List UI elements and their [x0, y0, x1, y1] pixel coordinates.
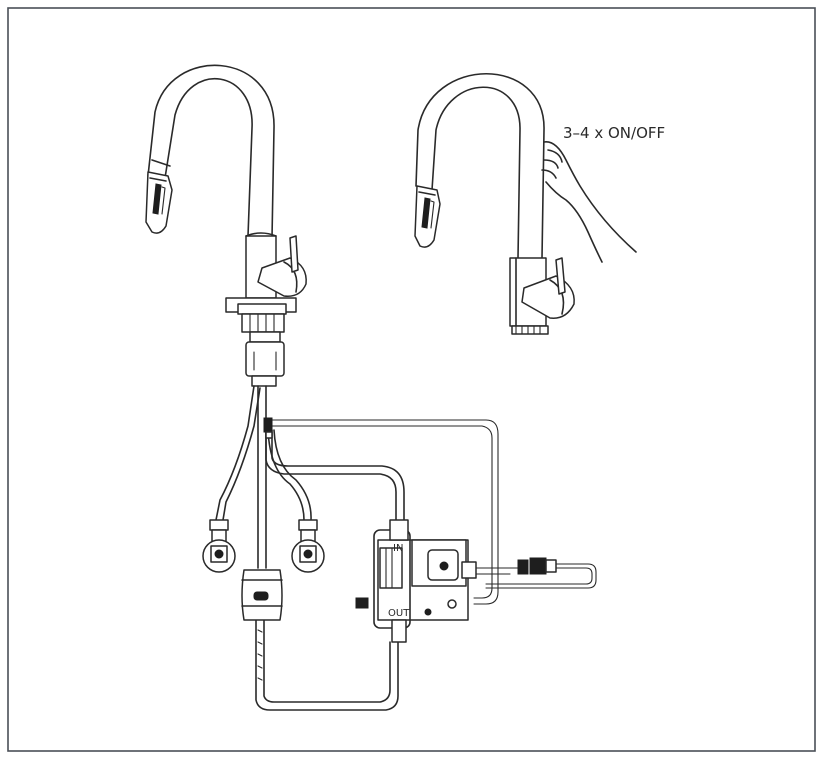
port-in-label: IN: [393, 543, 403, 554]
mounting-nut: [241, 313, 285, 333]
instruction-label: 3–4 x ON/OFF: [563, 124, 665, 142]
faucet-installed: [145, 64, 307, 387]
spray-head: [145, 159, 173, 234]
port-out-label: OUT: [388, 608, 410, 619]
hoses: [215, 385, 499, 711]
cable-connector: [263, 417, 273, 439]
lever-handle: [257, 235, 307, 297]
lever-handle-right: [521, 257, 575, 319]
control-box: [355, 519, 511, 643]
angle-valve-left: [202, 519, 236, 573]
frame-border: [7, 7, 816, 752]
faucet-touch: [414, 73, 637, 335]
spray-head-right: [414, 185, 441, 248]
hand-icon: [541, 141, 637, 263]
power-cable: [485, 557, 597, 589]
inline-filter: [241, 569, 283, 621]
angle-valve-right: [291, 519, 325, 573]
